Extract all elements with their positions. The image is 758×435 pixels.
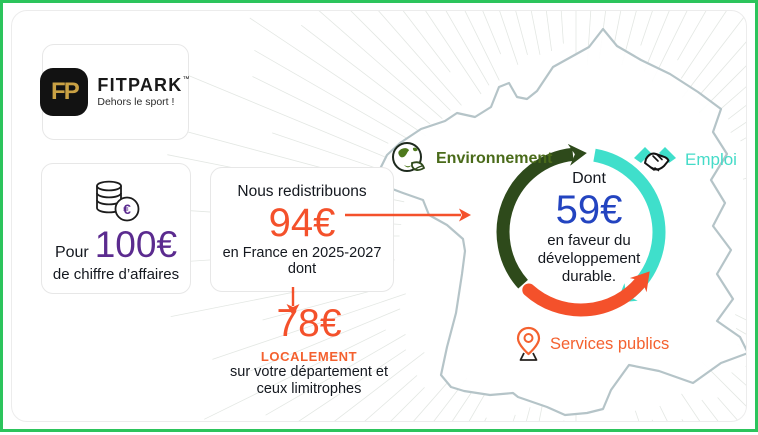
redistribution-period: en France en 2025-2027 [222,244,382,261]
donut-center-line2: développement [537,250,641,267]
local-amount: 78€ [276,302,342,345]
brand-card: FP FITPARK™ Dehors le sport ! [40,44,191,140]
local-block: 78€ LOCALEMENT sur votre département et … [214,302,404,398]
donut-ring [496,143,666,317]
legend-public-services: Services publics [515,326,669,363]
infographic-card: FP FITPARK™ Dehors le sport ! € [11,10,747,422]
legend-public-services-label: Services publics [550,335,670,353]
coins-icon: € [96,180,140,222]
revenue-prefix: Pour [54,244,89,261]
background-layer [161,11,746,421]
donut-segment-environment [496,143,587,289]
donut-center-amount: 59€ [555,188,623,232]
trademark: ™ [182,75,191,83]
redistribution-connector: dont [287,260,317,277]
legend-employment: Emploi [633,142,737,178]
svg-text:€: € [123,201,131,217]
location-pin-icon [516,326,541,361]
redistribution-amount: 94€ [268,200,336,245]
donut-center-text: Dont 59€ en faveur du développement dura… [520,170,658,286]
brand-name: FITPARK™ [97,74,191,95]
brand-monogram: FP [51,78,80,105]
donut-center-line1: en faveur du [547,232,631,249]
local-caption-line1: sur votre département et [230,363,388,380]
revenue-amount: 100€ [94,224,178,265]
handshake-icon [634,147,676,172]
globe-leaf-icon [392,142,426,172]
fitpark-logo-icon: FP [40,68,89,116]
donut-center-line3: durable. [561,268,617,285]
legend-employment-label: Emploi [685,150,737,169]
local-emphasis: LOCALEMENT [260,348,358,364]
donut-segment-public-services [522,271,650,317]
revenue-box: € Pour 100€ de chiffre d’affaires [41,163,191,294]
legend-environment: Environnement [388,139,552,179]
local-caption-line2: ceux limitrophes [256,380,362,397]
legend-environment-label: Environnement [436,150,553,167]
redistribution-box: Nous redistribuons 94€ en France en 2025… [210,167,394,292]
donut-center-intro: Dont [572,170,606,187]
revenue-caption: de chiffre d’affaires [52,266,180,283]
redistribution-intro: Nous redistribuons [237,182,367,200]
brand-tagline: Dehors le sport ! [97,96,175,109]
france-map [377,27,746,417]
